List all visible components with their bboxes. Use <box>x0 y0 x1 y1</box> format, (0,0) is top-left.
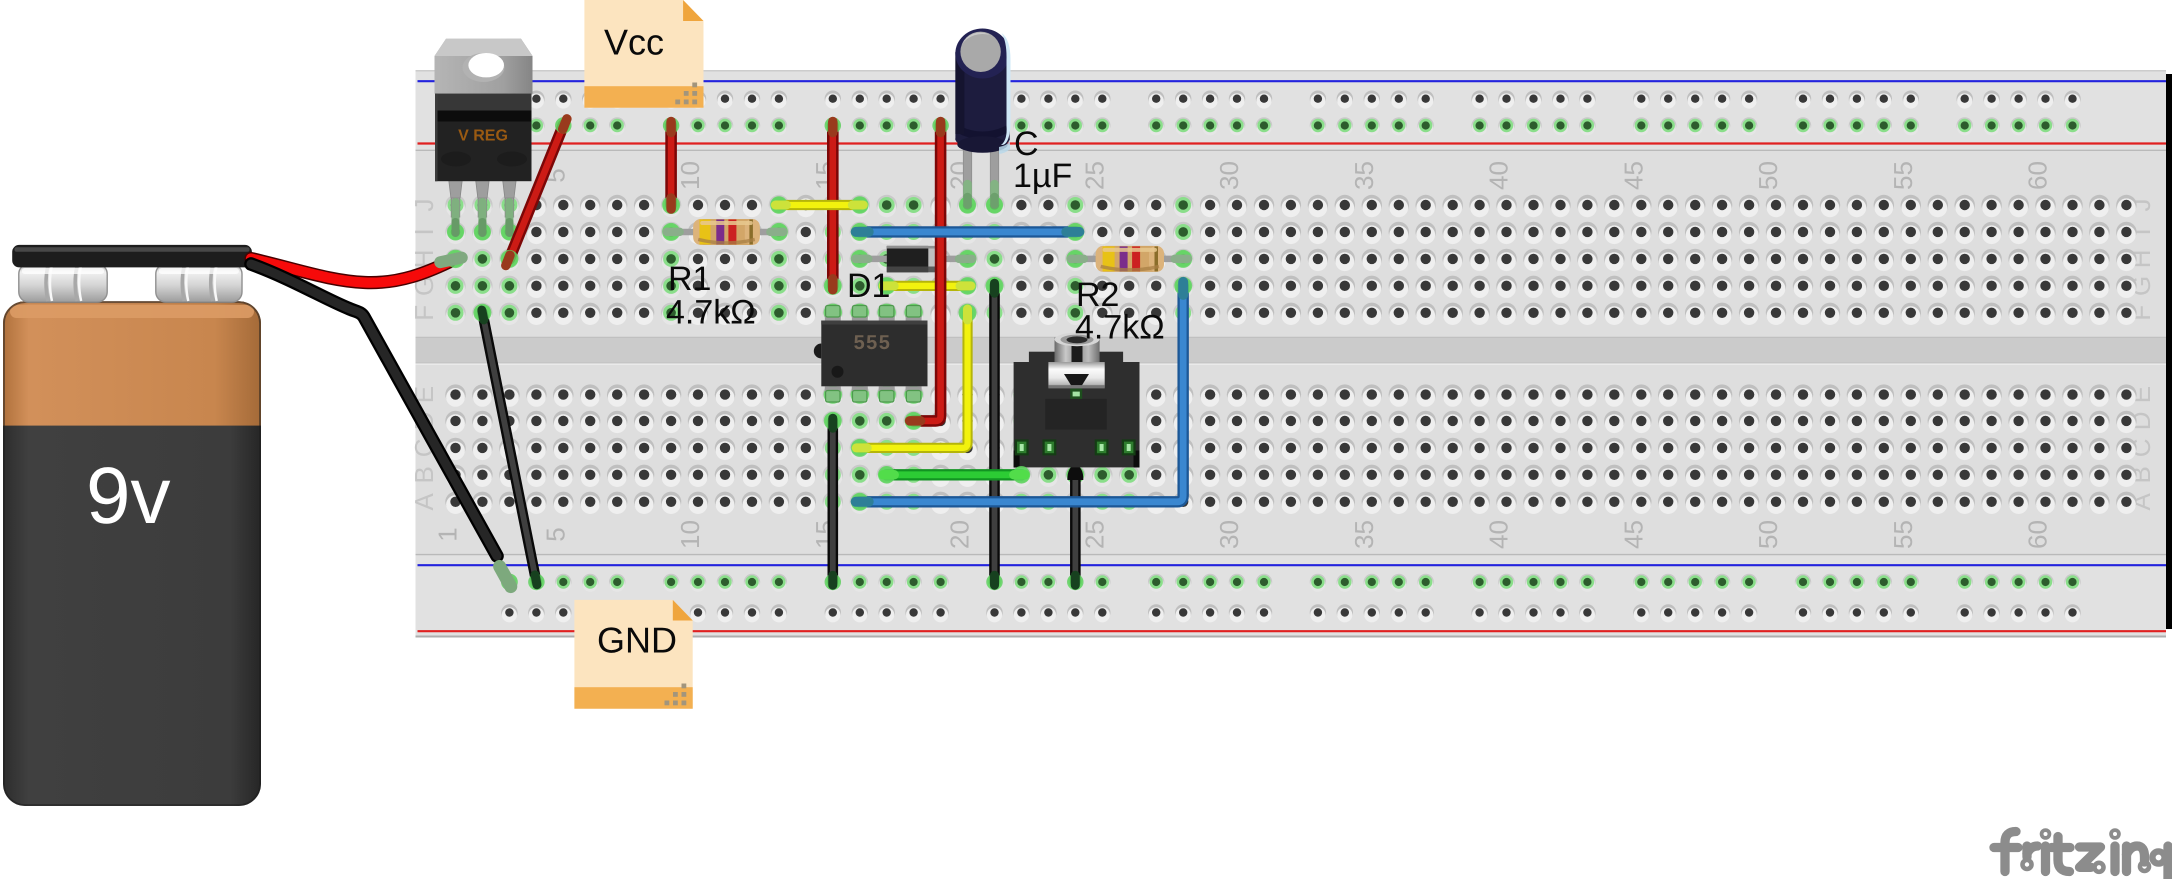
svg-text:9v: 9v <box>86 451 171 540</box>
svg-text:25: 25 <box>1079 520 1109 549</box>
svg-text:A: A <box>409 492 439 510</box>
svg-text:I: I <box>2126 228 2156 235</box>
svg-text:J: J <box>409 199 439 212</box>
svg-text:40: 40 <box>1484 161 1514 190</box>
svg-text:Vcc: Vcc <box>604 22 664 63</box>
svg-text:50: 50 <box>1753 520 1783 549</box>
svg-text:V REG: V REG <box>458 128 508 145</box>
svg-text:5: 5 <box>540 527 570 541</box>
svg-text:4.7kΩ: 4.7kΩ <box>1075 309 1165 347</box>
svg-text:555: 555 <box>854 332 892 354</box>
svg-text:I: I <box>409 228 439 235</box>
svg-text:60: 60 <box>2023 520 2053 549</box>
svg-text:35: 35 <box>1349 520 1379 549</box>
svg-text:1: 1 <box>433 527 463 541</box>
svg-text:20: 20 <box>945 520 975 549</box>
svg-text:55: 55 <box>1888 520 1918 549</box>
svg-text:GND: GND <box>597 620 677 661</box>
svg-text:R1: R1 <box>668 260 711 298</box>
svg-text:25: 25 <box>1079 161 1109 190</box>
svg-text:C: C <box>1014 125 1039 163</box>
svg-text:30: 30 <box>1214 520 1244 549</box>
svg-text:D1: D1 <box>847 267 890 305</box>
svg-text:55: 55 <box>1888 161 1918 190</box>
svg-text:10: 10 <box>675 520 705 549</box>
svg-text:60: 60 <box>2023 161 2053 190</box>
svg-text:10: 10 <box>675 161 705 190</box>
svg-text:F: F <box>409 305 439 321</box>
svg-text:30: 30 <box>1214 161 1244 190</box>
svg-text:45: 45 <box>1618 520 1648 549</box>
svg-text:40: 40 <box>1484 520 1514 549</box>
svg-text:45: 45 <box>1618 161 1648 190</box>
svg-text:1µF: 1µF <box>1013 157 1072 195</box>
svg-text:B: B <box>409 466 439 483</box>
svg-text:35: 35 <box>1349 161 1379 190</box>
svg-text:50: 50 <box>1753 161 1783 190</box>
svg-text:4.7kΩ: 4.7kΩ <box>666 294 756 332</box>
svg-text:R2: R2 <box>1076 276 1119 314</box>
